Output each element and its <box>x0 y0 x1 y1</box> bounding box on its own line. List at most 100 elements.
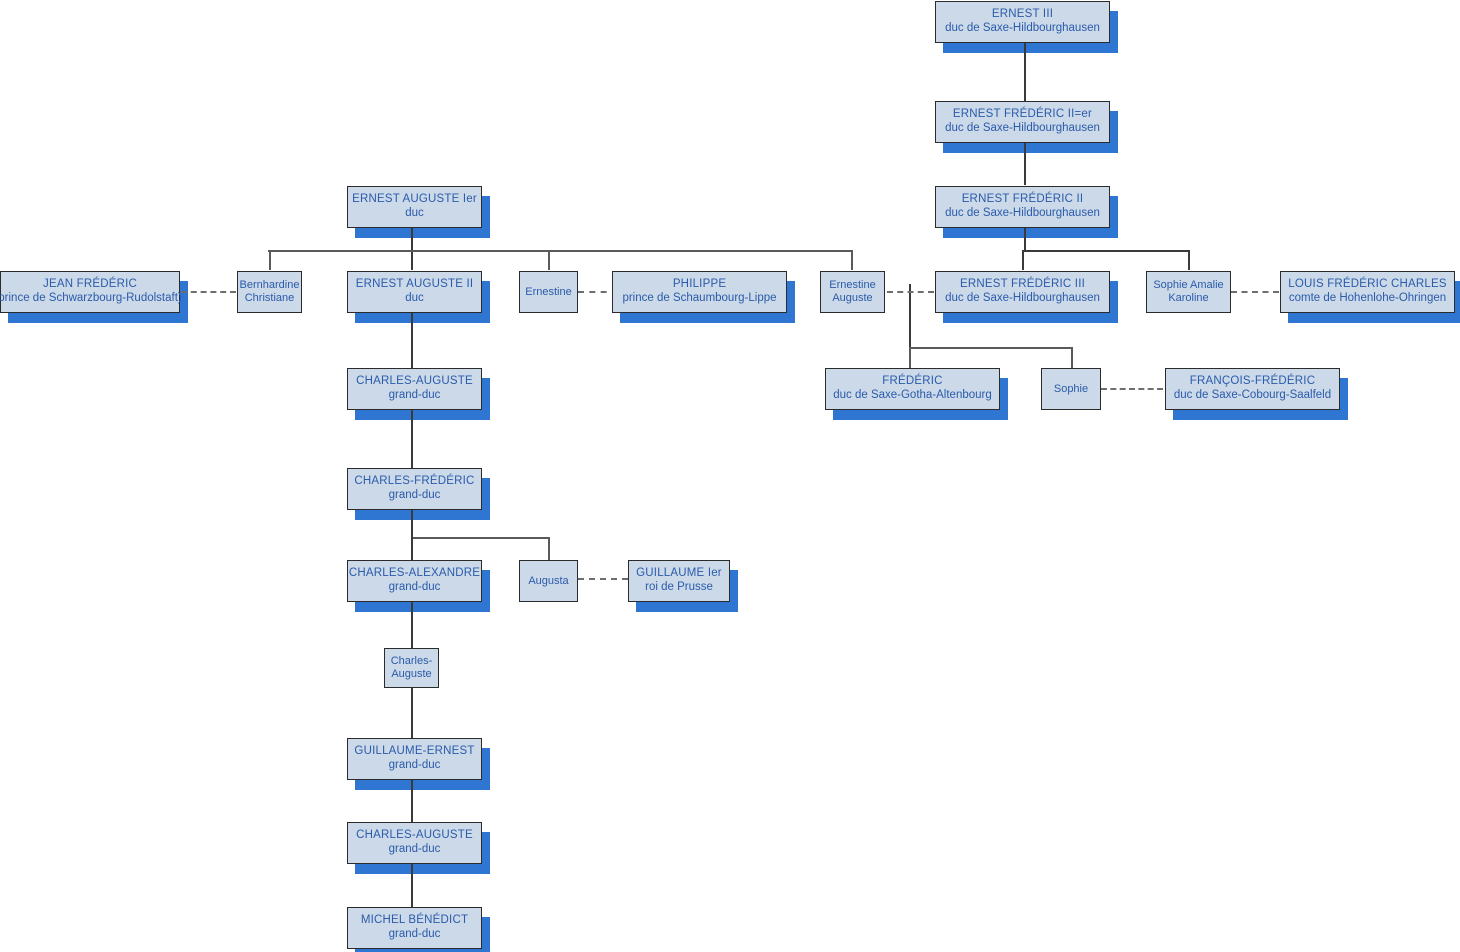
node-line1: Bernhardine <box>239 279 300 292</box>
node-charles-auguste-grand-duc-2[interactable]: CHARLES-AUGUSTE grand-duc <box>347 822 482 864</box>
node-line1: ERNEST FRÉDÉRIC II <box>961 193 1084 206</box>
node-sophie-amalie-karoline[interactable]: Sophie Amalie Karoline <box>1146 271 1231 313</box>
connector-to-sophie <box>1071 347 1073 368</box>
connector-to-ernestine <box>548 250 550 270</box>
marriage-link-ernestine-auguste-ef3 <box>887 291 934 293</box>
connector-ge-to-charles-auguste-2 <box>411 780 413 822</box>
node-line1: FRANÇOIS-FRÉDÉRIC <box>1189 375 1316 388</box>
node-line1: PHILIPPE <box>672 278 727 291</box>
node-sophie[interactable]: Sophie <box>1041 368 1101 410</box>
node-bernhardine-christiane[interactable]: Bernhardine Christiane <box>237 271 302 313</box>
node-line2: duc de Saxe-Cobourg-Saalfeld <box>1173 389 1332 401</box>
marriage-link-jean-bernhardine <box>181 291 236 293</box>
sibling-bar-right <box>1022 250 1190 252</box>
node-line1: ERNEST FRÉDÉRIC III <box>960 278 1085 291</box>
node-augusta[interactable]: Augusta <box>519 560 578 602</box>
node-line1: CHARLES-FRÉDÉRIC <box>354 475 475 488</box>
node-line1: Ernestine <box>829 279 876 292</box>
connector-to-charles-alexandre <box>411 537 413 560</box>
node-charles-frederic[interactable]: CHARLES-FRÉDÉRIC grand-duc <box>347 468 482 510</box>
connector-ea2-to-charles-auguste <box>411 313 413 368</box>
node-line1: LOUIS FRÉDÉRIC CHARLES <box>1288 278 1447 291</box>
sibling-bar-frederic-sophie <box>909 347 1072 349</box>
connector-to-frederic-gotha <box>909 347 911 368</box>
node-line1: CHARLES-AUGUSTE <box>356 829 473 842</box>
node-line2: grand-duc <box>388 581 441 593</box>
node-line1: MICHEL BÉNÉDICT <box>360 914 469 927</box>
node-line1: Augusta <box>528 574 569 587</box>
sibling-bar-alexandre-augusta <box>411 537 549 539</box>
node-line1: ERNEST FRÉDÉRIC II=er <box>952 108 1093 121</box>
node-charles-auguste-grand-duc-1[interactable]: CHARLES-AUGUSTE grand-duc <box>347 368 482 410</box>
node-ernestine[interactable]: Ernestine <box>519 271 578 313</box>
node-line1: Sophie <box>1053 382 1089 395</box>
sibling-bar-left <box>268 250 853 252</box>
marriage-link-ernestine-philippe <box>578 291 618 293</box>
node-line2: Auguste <box>832 292 873 304</box>
node-line1: ERNEST AUGUSTE Ier <box>352 193 477 206</box>
marriage-link-sophie-amalie-louis <box>1231 291 1279 293</box>
connector-ef2er-to-ef2 <box>1024 143 1026 185</box>
node-louis-frederic-charles[interactable]: LOUIS FRÉDÉRIC CHARLES comte de Hohenloh… <box>1280 271 1455 313</box>
node-line2: duc de Saxe-Hildbourghausen <box>945 292 1100 304</box>
node-ernestine-auguste[interactable]: Ernestine Auguste <box>820 271 885 313</box>
connector-ef3-marriage-drop <box>909 284 911 347</box>
node-line1: Ernestine <box>525 285 572 298</box>
node-line1: GUILLAUME Ier <box>636 567 722 580</box>
connector-alexandre-to-charles-auguste-s <box>411 602 413 648</box>
connector-to-ernestine-auguste <box>851 250 853 270</box>
node-francois-frederic[interactable]: FRANÇOIS-FRÉDÉRIC duc de Saxe-Cobourg-Sa… <box>1165 368 1340 410</box>
node-ernest-frederic-ii-er[interactable]: ERNEST FRÉDÉRIC II=er duc de Saxe-Hildbo… <box>935 101 1110 143</box>
connector-ca2-to-michel-benedict <box>411 864 413 907</box>
node-philippe[interactable]: PHILIPPE prince de Schaumbourg-Lippe <box>612 271 787 313</box>
marriage-link-augusta-guillaume <box>578 578 628 580</box>
node-line1: ERNEST AUGUSTE II <box>355 278 474 291</box>
node-frederic-saxe-gotha-altenbourg[interactable]: FRÉDÉRIC duc de Saxe-Gotha-Altenbourg <box>825 368 1000 410</box>
node-line2: prince de Schwarzbourg-Rudolstaft) <box>0 292 182 304</box>
connector-to-augusta <box>548 537 550 560</box>
node-charles-alexandre[interactable]: CHARLES-ALEXANDRE grand-duc <box>347 560 482 602</box>
node-line2: duc de Saxe-Hildbourghausen <box>945 207 1100 219</box>
node-line2: duc de Saxe-Gotha-Altenbourg <box>833 389 992 401</box>
connector-cf-down <box>411 510 413 537</box>
node-line2: Christiane <box>244 292 295 304</box>
node-line1: GUILLAUME-ERNEST <box>354 745 475 758</box>
node-guillaume-ier[interactable]: GUILLAUME Ier roi de Prusse <box>628 560 730 602</box>
node-line1: ERNEST III <box>991 8 1054 21</box>
node-line1: JEAN FRÉDÉRIC <box>43 278 137 291</box>
node-line2: duc <box>405 292 424 304</box>
node-line1: Sophie Amalie <box>1153 279 1224 292</box>
node-jean-frederic[interactable]: JEAN FRÉDÉRIC prince de Schwarzbourg-Rud… <box>0 271 182 313</box>
connector-to-ernest-frederic-3 <box>1022 250 1024 270</box>
node-line2: Karoline <box>1168 292 1209 304</box>
node-line2: comte de Hohenlohe-Ohringen <box>1288 292 1447 304</box>
node-line2: grand-duc <box>388 759 441 771</box>
node-line2: grand-duc <box>388 928 441 940</box>
connector-ca-to-charles-frederic <box>411 410 413 468</box>
node-line2: prince de Schaumbourg-Lippe <box>622 292 777 304</box>
connector-to-bernhardine <box>269 250 271 270</box>
node-line1: Charles- <box>390 655 433 668</box>
connector-ernest3-to-ef2er <box>1024 43 1026 104</box>
node-michel-benedict[interactable]: MICHEL BÉNÉDICT grand-duc <box>347 907 482 949</box>
node-line1: CHARLES-AUGUSTE <box>356 375 473 388</box>
node-line2: grand-duc <box>388 389 441 401</box>
node-line2: duc de Saxe-Hildbourghausen <box>945 22 1100 34</box>
node-line1: FRÉDÉRIC <box>882 375 943 388</box>
node-ernest-frederic-ii[interactable]: ERNEST FRÉDÉRIC II duc de Saxe-Hildbourg… <box>935 186 1110 228</box>
connector-to-sophie-amalie <box>1188 250 1190 270</box>
node-line2: Auguste <box>391 668 432 680</box>
node-ernest-auguste-ii[interactable]: ERNEST AUGUSTE II duc <box>347 271 482 313</box>
node-ernest-auguste-ier[interactable]: ERNEST AUGUSTE Ier duc <box>347 186 482 228</box>
node-line2: grand-duc <box>388 489 441 501</box>
node-line1: CHARLES-ALEXANDRE <box>348 567 481 580</box>
connector-ernest-auguste-1-down <box>411 228 413 270</box>
node-guillaume-ernest[interactable]: GUILLAUME-ERNEST grand-duc <box>347 738 482 780</box>
node-ernest-frederic-iii[interactable]: ERNEST FRÉDÉRIC III duc de Saxe-Hildbour… <box>935 271 1110 313</box>
node-charles-auguste-small[interactable]: Charles- Auguste <box>384 648 439 688</box>
node-line2: duc <box>405 207 424 219</box>
connector-charles-auguste-s-to-guillaume-ernest <box>411 688 413 738</box>
node-ernest-iii[interactable]: ERNEST III duc de Saxe-Hildbourghausen <box>935 1 1110 43</box>
connector-ef2-down <box>1024 228 1026 250</box>
